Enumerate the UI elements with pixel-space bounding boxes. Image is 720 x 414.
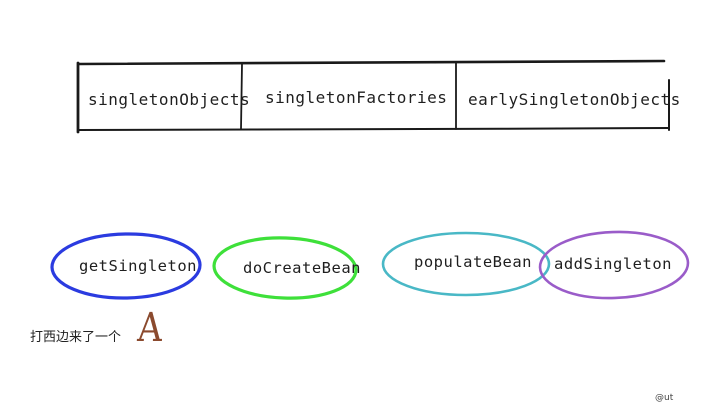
step-label-getsingleton: getSingleton [79, 257, 197, 275]
annotation-highlight-letter: A [136, 305, 164, 351]
oval-populatebean [381, 231, 551, 297]
table-cell-earlysingletonobjects: earlySingletonObjects [468, 90, 681, 109]
table-divider-1 [240, 63, 243, 130]
watermark: @ut [655, 393, 674, 403]
oval-docreatebean [212, 236, 358, 300]
step-label-docreatebean: doCreateBean [243, 259, 361, 277]
annotation-text: 打西边来了一个 [30, 330, 122, 345]
table-cell-singletonobjects: singletonObjects [88, 90, 251, 109]
table-bottom-line [78, 127, 670, 131]
table-top-line [77, 59, 666, 66]
cache-table [76, 59, 670, 134]
oval-getsingleton [50, 232, 202, 300]
step-label-addsingleton: addSingleton [554, 255, 672, 273]
step-label-populatebean: populateBean [414, 253, 532, 271]
oval-addsingleton [538, 230, 690, 300]
table-cell-singletonfactories: singletonFactories [265, 88, 448, 107]
